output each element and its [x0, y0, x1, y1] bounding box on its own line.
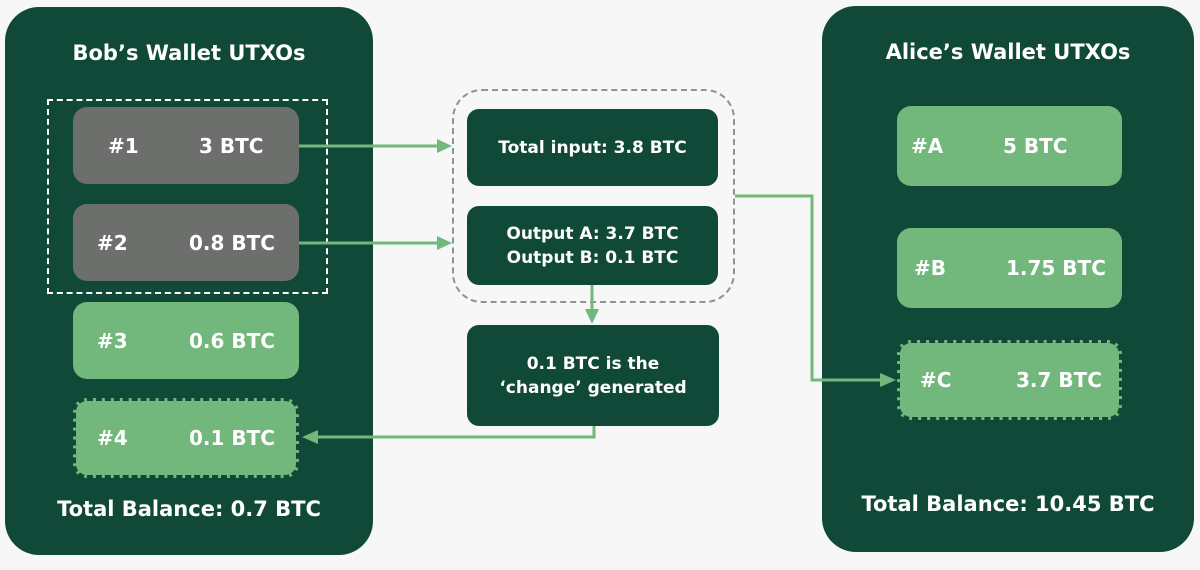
outputs-box: Output A: 3.7 BTC Output B: 0.1 BTC: [467, 206, 718, 285]
change-label-line1: 0.1 BTC is the: [526, 353, 660, 374]
utxo-amount: 0.1 BTC: [189, 426, 275, 450]
utxo-amount: 3 BTC: [199, 133, 264, 158]
output-a-label: Output A: 3.7 BTC: [506, 223, 679, 244]
bob-wallet-panel: Bob’s Wallet UTXOs #1 3 BTC #2 0.8 BTC #…: [5, 7, 373, 555]
utxo-id: #A: [911, 134, 944, 158]
arrowhead: [437, 236, 452, 250]
utxo-amount: 3.7 BTC: [1016, 368, 1102, 392]
arrow-change-to-utxo4: [318, 426, 596, 439]
utxo-amount: 1.75 BTC: [1006, 256, 1106, 280]
bob-utxo-2: #2 0.8 BTC: [73, 204, 299, 281]
alice-wallet-title: Alice’s Wallet UTXOs: [885, 40, 1131, 64]
utxo-id: #2: [97, 230, 128, 255]
alice-total-balance: Total Balance: 10.45 BTC: [861, 492, 1155, 516]
total-input-box: Total input: 3.8 BTC: [467, 109, 718, 186]
utxo-amount: 0.8 BTC: [189, 230, 275, 255]
arrowhead: [302, 430, 318, 444]
bob-wallet-title: Bob’s Wallet UTXOs: [72, 41, 306, 65]
arrow-tx-to-alice-c: [735, 194, 880, 382]
alice-utxo-b: #B 1.75 BTC: [897, 228, 1122, 308]
utxo-amount: 5 BTC: [1003, 134, 1068, 158]
arrowhead: [437, 139, 452, 153]
bob-utxo-3: #3 0.6 BTC: [73, 302, 299, 379]
utxo-id: #C: [920, 368, 952, 392]
change-label-line2: ‘change’ generated: [499, 377, 687, 398]
total-input-label: Total input: 3.8 BTC: [498, 137, 687, 158]
change-box: 0.1 BTC is the ‘change’ generated: [467, 325, 719, 426]
utxo-amount: 0.6 BTC: [189, 328, 275, 353]
utxo-id: #4: [97, 426, 128, 450]
alice-wallet-panel: Alice’s Wallet UTXOs #A 5 BTC #B 1.75 BT…: [822, 6, 1194, 552]
bob-spent-inputs-group: [47, 99, 328, 294]
arrowhead: [880, 373, 896, 387]
utxo-id: #1: [108, 133, 139, 158]
utxo-id: #B: [914, 256, 947, 280]
arrowhead: [585, 309, 599, 324]
alice-utxo-a: #A 5 BTC: [897, 106, 1122, 186]
utxo-id: #3: [97, 328, 128, 353]
bob-utxo-4: #4 0.1 BTC: [73, 398, 299, 478]
output-b-label: Output B: 0.1 BTC: [506, 247, 679, 268]
bob-utxo-1: #1 3 BTC: [73, 107, 299, 184]
bob-total-balance: Total Balance: 0.7 BTC: [57, 497, 321, 521]
alice-utxo-c: #C 3.7 BTC: [897, 340, 1122, 420]
